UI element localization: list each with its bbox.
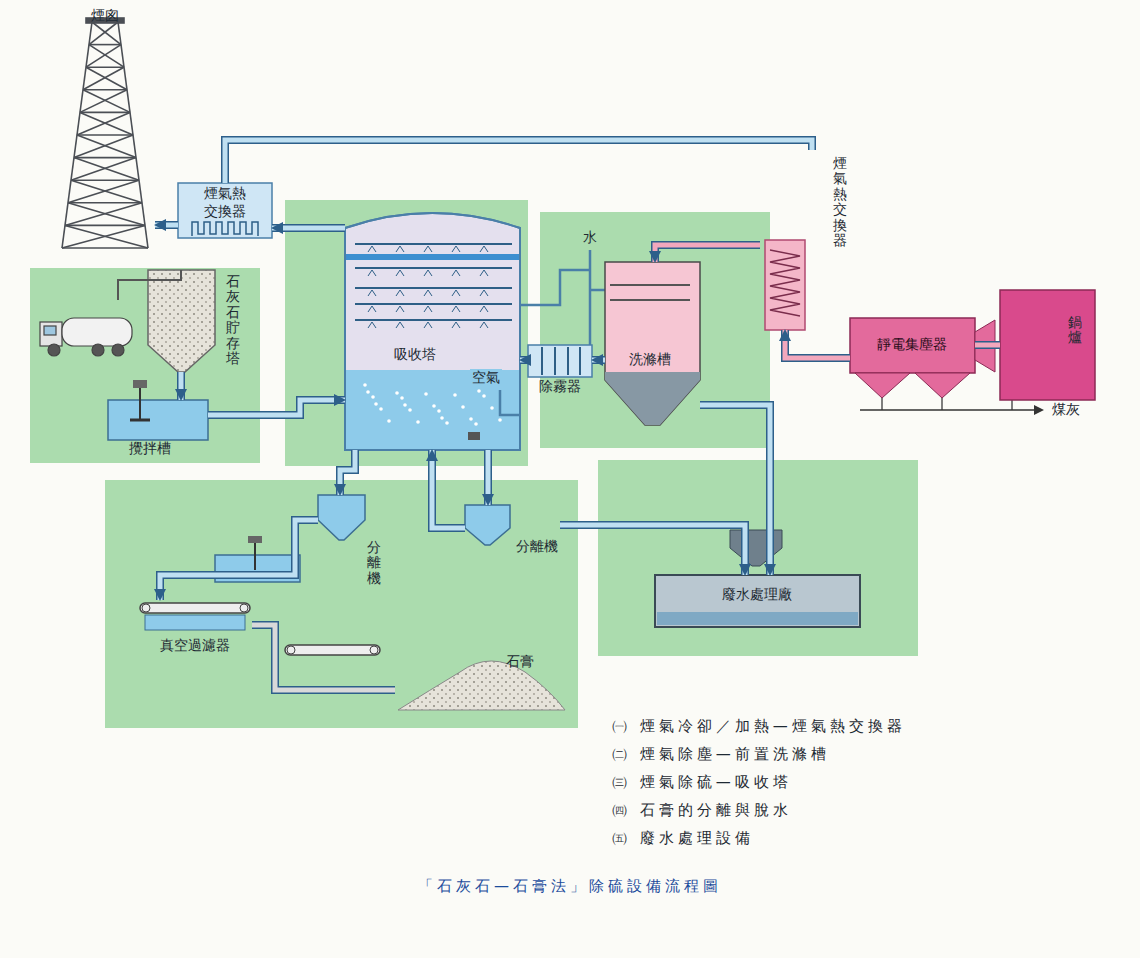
pipe-connector bbox=[785, 330, 850, 358]
equipment-label: 除霧器 bbox=[539, 378, 581, 396]
pipe-core bbox=[655, 245, 760, 262]
demister bbox=[528, 345, 592, 377]
equipment-node: 煙氣熱交換器 bbox=[760, 150, 855, 330]
pipe-connector bbox=[488, 450, 489, 505]
ash-arrow bbox=[860, 405, 1044, 415]
legend-line: ㈢ 煙氣除硫—吸收塔 bbox=[612, 773, 792, 792]
equipment-node: 石膏 bbox=[395, 650, 565, 712]
equipment-node: 靜電集塵器 bbox=[850, 318, 975, 373]
equipment-label: 石灰石貯存塔 bbox=[226, 274, 240, 366]
conveyor-belt bbox=[285, 645, 380, 655]
equipment-label: 吸收塔 bbox=[394, 346, 436, 364]
pipe-core bbox=[160, 520, 318, 600]
equipment-label: 真空過濾器 bbox=[160, 637, 230, 655]
equipment-node: 分離機 bbox=[318, 495, 383, 588]
equipment-label: 廢水處理廠 bbox=[722, 586, 792, 604]
vacuum-filter bbox=[140, 603, 250, 630]
pipe-core bbox=[272, 226, 345, 231]
heat-exchanger-right bbox=[765, 240, 805, 330]
pipe-connector bbox=[155, 225, 178, 226]
figure-caption: 「石灰石—石膏法」除硫設備流程圖 bbox=[418, 877, 722, 896]
equipment-node: 洗滌槽 bbox=[605, 262, 700, 425]
gypsum-pile bbox=[398, 661, 565, 710]
output-label: 煤灰 bbox=[1052, 401, 1080, 419]
limestone-silo bbox=[118, 270, 215, 372]
pipe-connector bbox=[160, 520, 318, 600]
equipment-label: 煙氣熱交換器 bbox=[833, 156, 847, 248]
pipe-connector bbox=[225, 140, 812, 183]
pipe-connector bbox=[700, 405, 770, 575]
pipe-connector bbox=[208, 400, 345, 415]
legend-line: ㈡ 煙氣除塵—前置洗滌槽 bbox=[612, 745, 830, 764]
boiler bbox=[1000, 290, 1095, 400]
equipment-node: 吸收塔 bbox=[345, 215, 520, 450]
equipment-node: 廢水處理廠 bbox=[655, 575, 860, 627]
equipment-label: 煙氣熱交換器 bbox=[202, 185, 248, 220]
pipe-label: 空氣 bbox=[470, 369, 502, 387]
pipe-core bbox=[975, 343, 1000, 348]
equipment-node: 煙囪 bbox=[55, 4, 155, 250]
pipe-core bbox=[155, 223, 178, 228]
electrostatic-precipitator bbox=[850, 318, 1012, 410]
pipe-core bbox=[560, 525, 745, 575]
legend-line: ㈣ 石膏的分離與脫水 bbox=[612, 801, 792, 820]
air-pipe bbox=[500, 390, 520, 415]
pipe-connector bbox=[655, 245, 760, 262]
equipment-node: 分離機 bbox=[465, 505, 560, 558]
wastewater-plant bbox=[655, 530, 860, 627]
pipe-core bbox=[252, 625, 395, 690]
equipment-label: 石膏 bbox=[506, 653, 534, 671]
chimney-tower bbox=[62, 18, 148, 248]
pipe-core bbox=[208, 400, 345, 415]
pipe-connector bbox=[181, 372, 182, 400]
pipe-core bbox=[785, 330, 850, 358]
pipe-connector bbox=[560, 525, 745, 575]
equipment-label: 攪拌槽 bbox=[129, 440, 171, 458]
water-pipe bbox=[520, 250, 605, 345]
equipment-node: 石灰石貯存塔 bbox=[148, 270, 244, 372]
pipe-connector bbox=[592, 360, 605, 361]
equipment-label: 分離機 bbox=[367, 540, 381, 586]
green-zone bbox=[30, 200, 918, 728]
equipment-node: 攪拌槽 bbox=[108, 400, 208, 460]
equipment-label: 靜電集塵器 bbox=[877, 336, 947, 354]
pipe-connector bbox=[975, 345, 1000, 346]
equipment-label: 煙囪 bbox=[91, 7, 119, 25]
equipment-node: 煙氣熱交換器 bbox=[178, 183, 272, 238]
pipe-connector bbox=[520, 360, 528, 361]
equipment-label: 洗滌槽 bbox=[629, 351, 671, 369]
heat-exchanger-left bbox=[178, 183, 272, 238]
equipment-node: 除霧器 bbox=[528, 345, 592, 398]
equipment-label: 分離機 bbox=[516, 538, 558, 556]
pipe-core bbox=[520, 358, 528, 363]
pipe-label: 水 bbox=[583, 229, 597, 247]
legend-line: ㈠ 煙氣冷卻／加熱—煙氣熱交換器 bbox=[612, 717, 906, 736]
tanker-truck bbox=[40, 318, 132, 356]
pipe-connector bbox=[432, 450, 465, 528]
pipe-core bbox=[179, 372, 184, 400]
absorber-tower bbox=[345, 213, 520, 450]
gypsum-separator-right bbox=[465, 505, 510, 545]
pipe-connector bbox=[340, 450, 355, 495]
pipe-core bbox=[486, 450, 491, 505]
pipe-core bbox=[340, 450, 355, 495]
pipe-connector bbox=[252, 625, 395, 690]
pipe-core bbox=[432, 450, 465, 528]
pipe-connector bbox=[272, 228, 345, 229]
stirring-tank bbox=[108, 380, 208, 440]
gypsum-separator-left bbox=[318, 495, 365, 540]
equipment-node: 真空過濾器 bbox=[138, 600, 252, 657]
wash-tank bbox=[605, 262, 700, 425]
equipment-node: 鍋爐 bbox=[1000, 290, 1095, 400]
legend-line: ㈤ 廢水處理設備 bbox=[612, 829, 754, 848]
equipment-label: 鍋爐 bbox=[1068, 315, 1082, 346]
pipe-core bbox=[592, 358, 605, 363]
pipe-core bbox=[700, 405, 770, 575]
pipe-core bbox=[225, 140, 812, 183]
